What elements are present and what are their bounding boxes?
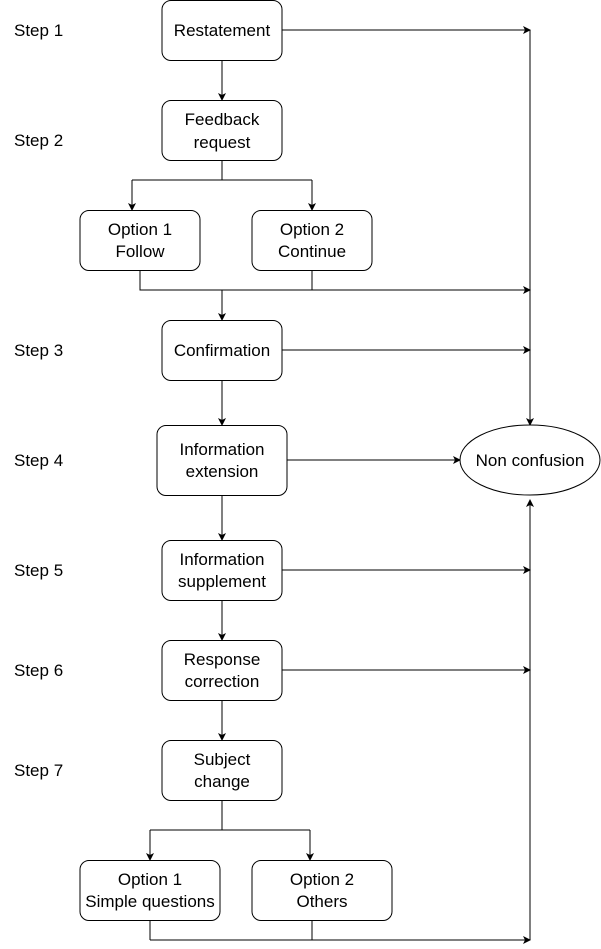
node-non-confusion-label: Non confusion <box>476 451 585 470</box>
node-subject-change: Subject change <box>161 740 283 801</box>
step-label-2: Step 2 <box>14 131 63 150</box>
node-option-others-line2: Others <box>296 892 347 911</box>
node-option-follow-line1: Option 1 <box>108 220 172 239</box>
node-option-simple-questions: Option 1 Simple questions <box>79 860 221 921</box>
step-label-5: Step 5 <box>14 561 63 580</box>
step-label-7: Step 7 <box>14 761 63 780</box>
step-label-6: Step 6 <box>14 661 63 680</box>
node-information-supplement: Information supplement <box>161 540 283 601</box>
edge-option1-merge <box>139 270 222 291</box>
node-information-supplement-line1: Information <box>179 550 264 569</box>
node-information-extension: Information extension <box>156 425 288 496</box>
node-option-continue: Option 2 Continue <box>251 210 373 271</box>
node-information-supplement-line2: supplement <box>178 572 266 591</box>
node-non-confusion: Non confusion <box>459 424 601 496</box>
node-option-follow: Option 1 Follow <box>79 210 201 271</box>
node-option-continue-line1: Option 2 <box>280 220 344 239</box>
node-subject-change-line2: change <box>194 772 250 791</box>
step-label-1: Step 1 <box>14 21 63 40</box>
node-feedback-request-line2: request <box>194 133 251 152</box>
node-restatement: Restatement <box>161 0 283 61</box>
node-feedback-request: Feedback request <box>161 100 283 161</box>
node-restatement-label: Restatement <box>174 21 271 40</box>
node-response-correction: Response correction <box>161 640 283 701</box>
node-option-simple-questions-line1: Option 1 <box>118 870 182 889</box>
node-option-others-line1: Option 2 <box>290 870 354 889</box>
node-information-extension-line2: extension <box>186 462 259 481</box>
node-option-simple-questions-line2: Simple questions <box>85 892 214 911</box>
node-confirmation-label: Confirmation <box>174 341 270 360</box>
step-label-3: Step 3 <box>14 341 63 360</box>
node-response-correction-line2: correction <box>185 672 260 691</box>
node-confirmation: Confirmation <box>161 320 283 381</box>
node-feedback-request-line1: Feedback <box>185 110 260 129</box>
node-subject-change-line1: Subject <box>194 750 251 769</box>
node-option-follow-line2: Follow <box>115 242 165 261</box>
node-option-continue-line2: Continue <box>278 242 346 261</box>
connectors <box>128 26 534 944</box>
node-response-correction-line1: Response <box>184 650 261 669</box>
edge-subject-split <box>150 800 223 831</box>
step-label-4: Step 4 <box>14 451 63 470</box>
node-information-extension-line1: Information <box>179 440 264 459</box>
node-option-others: Option 2 Others <box>251 860 393 921</box>
edge-feedback-split <box>132 160 223 181</box>
